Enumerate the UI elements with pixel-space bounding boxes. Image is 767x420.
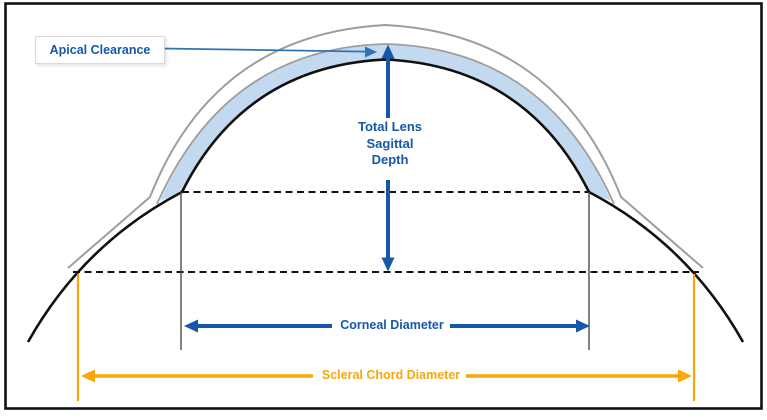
- sagittal-depth-label: Total Lens Sagittal Depth: [334, 119, 446, 169]
- corneal-diameter-arrow: [184, 319, 590, 333]
- scleral-chord-arrow: [81, 369, 692, 383]
- lens-front-curve: [67, 23, 704, 269]
- scleral-chord-diameter-label: Scleral Chord Diameter: [321, 368, 461, 382]
- apical-clearance-leader-arrow: [162, 46, 377, 58]
- sagittal-depth-line2: Sagittal: [366, 135, 414, 151]
- apical-clearance-label: Apical Clearance: [35, 36, 165, 64]
- sagittal-depth-arrow: [381, 44, 395, 272]
- tear-layer-fill: [160, 44, 611, 201]
- apical-clearance-text: Apical Clearance: [49, 43, 151, 57]
- corneal-diameter-label: Corneal Diameter: [340, 318, 444, 332]
- figure-border: [4, 2, 763, 410]
- sagittal-depth-line1: Total Lens: [357, 119, 423, 134]
- lens-back-curve: [156, 43, 615, 205]
- eye-outline-curve: [26, 58, 745, 343]
- sagittal-depth-line3: Depth: [371, 152, 409, 167]
